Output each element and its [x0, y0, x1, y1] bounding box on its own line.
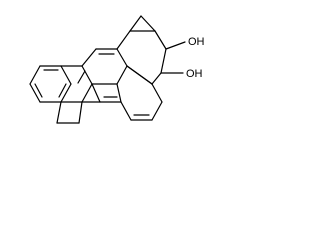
double-bond-inner — [77, 70, 86, 84]
bond-to-upper-hydroxyl — [165, 41, 186, 50]
ring-d — [81, 83, 122, 103]
ring-e — [120, 65, 163, 121]
bond — [116, 30, 131, 50]
bond — [129, 15, 142, 32]
bond — [151, 83, 163, 103]
hydroxyl-label-upper: OH — [188, 36, 205, 48]
cyclopenta-ring — [56, 101, 83, 124]
bond — [154, 30, 167, 50]
bond — [120, 101, 132, 121]
hydroxyl-label-lower: OH — [186, 68, 203, 80]
double-bond-inner — [58, 83, 67, 98]
bond — [116, 65, 128, 85]
bond — [116, 48, 128, 67]
bond — [81, 48, 97, 67]
ring-b — [60, 65, 93, 103]
ring-a — [29, 65, 72, 103]
bond — [126, 65, 153, 85]
bond — [91, 83, 101, 103]
chemical-structure: OH OH — [29, 15, 205, 124]
bond — [160, 48, 167, 74]
bond — [81, 65, 93, 85]
dihydrodiol-ring — [116, 30, 167, 85]
bond — [140, 15, 156, 32]
bond — [56, 101, 62, 124]
bond — [151, 72, 162, 85]
bond — [151, 101, 163, 121]
bond — [116, 83, 122, 103]
epoxide — [129, 15, 156, 32]
bond — [78, 101, 83, 124]
bond — [81, 83, 93, 103]
bond — [60, 65, 72, 85]
bond — [29, 65, 41, 85]
bond — [29, 83, 41, 103]
ring-c — [81, 48, 128, 85]
double-bond-inner — [34, 83, 43, 98]
bond — [60, 83, 72, 103]
